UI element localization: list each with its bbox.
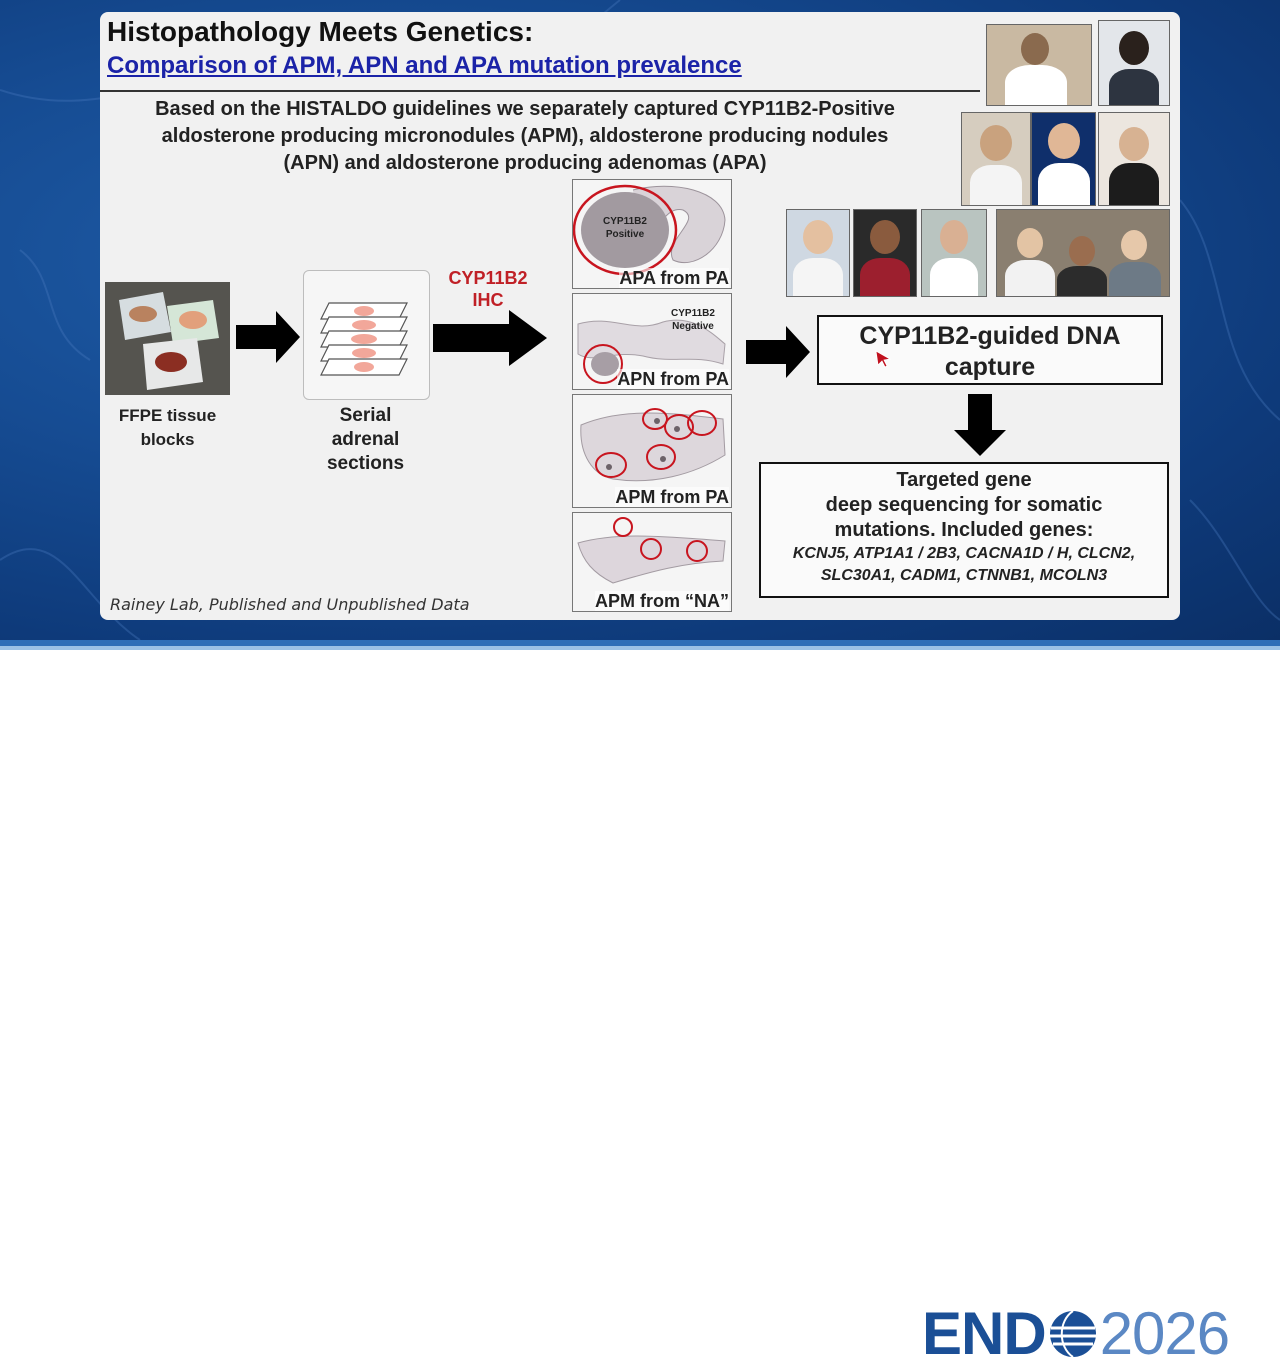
- researcher-photo: [1098, 112, 1170, 206]
- sequencing-line: deep sequencing for somatic: [825, 494, 1103, 516]
- apm-na-section-illustration: [577, 517, 726, 584]
- caption-line: adrenal: [331, 429, 400, 450]
- ffpe-caption: FFPE tissue blocks: [105, 404, 230, 452]
- intro-text: Based on the HISTALDO guidelines we sepa…: [100, 96, 950, 177]
- serial-sections-illustration: [320, 302, 408, 376]
- histology-panel-apa: CYP11B2 Positive APA from PA: [572, 179, 732, 289]
- panel-label: APM from PA: [615, 487, 729, 507]
- logo-text-year: 2026: [1099, 1300, 1230, 1367]
- researcher-photo: [996, 209, 1170, 297]
- footer-stripe-dark: [0, 640, 1280, 646]
- researcher-photo: [1098, 20, 1170, 106]
- panel-inset-text: Positive: [606, 229, 645, 240]
- serial-sections-diagram: [303, 270, 430, 400]
- title-divider: [100, 90, 980, 92]
- panel-label: APA from PA: [619, 268, 729, 288]
- sequencing-line: Targeted gene: [896, 469, 1032, 491]
- researcher-photo: [786, 209, 850, 297]
- gene-list: KCNJ5, ATP1A1 / 2B3, CACNA1D / H, CLCN2,…: [761, 543, 1167, 587]
- histology-panel-apm-na: APM from “NA”: [572, 512, 732, 612]
- panel-label: APN from PA: [617, 369, 729, 389]
- researcher-photo: [986, 24, 1092, 106]
- endo-2026-logo: END 2026: [922, 1300, 1230, 1367]
- mouse-pointer-icon: [875, 350, 892, 368]
- histology-panel-apn: CYP11B2 Negative APN from PA: [572, 293, 732, 390]
- sequencing-line: mutations. Included genes:: [834, 519, 1094, 541]
- ihc-label-line: CYP11B2: [448, 268, 528, 288]
- histology-panel-apm-pa: APM from PA: [572, 394, 732, 508]
- caption-line: blocks: [140, 430, 195, 449]
- gene-line: KCNJ5, ATP1A1 / 2B3, CACNA1D / H, CLCN2,: [792, 545, 1136, 562]
- ffpe-blocks-image: [105, 282, 230, 395]
- ihc-label: CYP11B2 IHC: [428, 267, 548, 311]
- arrow-right-icon: [746, 326, 810, 378]
- researcher-photo: [853, 209, 917, 297]
- panel-inset-text: CYP11B2: [671, 308, 715, 319]
- apn-section-illustration: CYP11B2 Negative: [577, 308, 726, 384]
- arrow-right-icon: [433, 310, 547, 366]
- panel-inset-text: CYP11B2: [603, 216, 647, 227]
- caption-line: FFPE tissue: [118, 406, 217, 425]
- apa-section-illustration: CYP11B2 Positive: [573, 184, 726, 276]
- researcher-photo: [921, 209, 987, 297]
- logo-text-endo: END: [922, 1300, 1047, 1367]
- capture-box-line: CYP11B2-guided DNA: [859, 322, 1121, 350]
- panel-label: APM from “NA”: [595, 591, 729, 611]
- sequencing-box: Targeted gene deep sequencing for somati…: [759, 462, 1169, 598]
- lab-credit: Rainey Lab, Published and Unpublished Da…: [110, 595, 470, 614]
- footer-bar: END 2026: [0, 650, 1280, 1364]
- slide-subtitle: Comparison of APM, APN and APA mutation …: [107, 52, 742, 79]
- capture-box: CYP11B2-guided DNA capture: [817, 315, 1163, 385]
- globe-icon: [1049, 1310, 1096, 1358]
- intro-line: (APN) and aldosterone producing adenomas…: [283, 152, 767, 174]
- intro-line: aldosterone producing micronodules (APM)…: [161, 125, 889, 147]
- researcher-photo: [961, 112, 1031, 206]
- arrow-right-icon: [236, 311, 300, 363]
- capture-box-line: capture: [944, 353, 1036, 381]
- arrow-down-icon: [954, 394, 1006, 456]
- caption-line: Serial: [339, 405, 392, 426]
- panel-inset-text: Negative: [672, 321, 714, 332]
- caption-line: sections: [326, 453, 405, 474]
- intro-line: Based on the HISTALDO guidelines we sepa…: [155, 98, 895, 120]
- ffpe-blocks-illustration: [105, 282, 230, 395]
- gene-line: SLC30A1, CADM1, CTNNB1, MCOLN3: [820, 567, 1108, 584]
- footer-stripe-light: [0, 646, 1280, 650]
- ihc-label-line: IHC: [472, 290, 504, 310]
- apm-pa-section-illustration: [580, 408, 726, 482]
- serial-caption: Serial adrenal sections: [303, 404, 428, 476]
- researcher-photo: [1031, 112, 1096, 206]
- slide-panel: Histopathology Meets Genetics: Compariso…: [100, 12, 1180, 620]
- slide-title: Histopathology Meets Genetics:: [107, 16, 534, 47]
